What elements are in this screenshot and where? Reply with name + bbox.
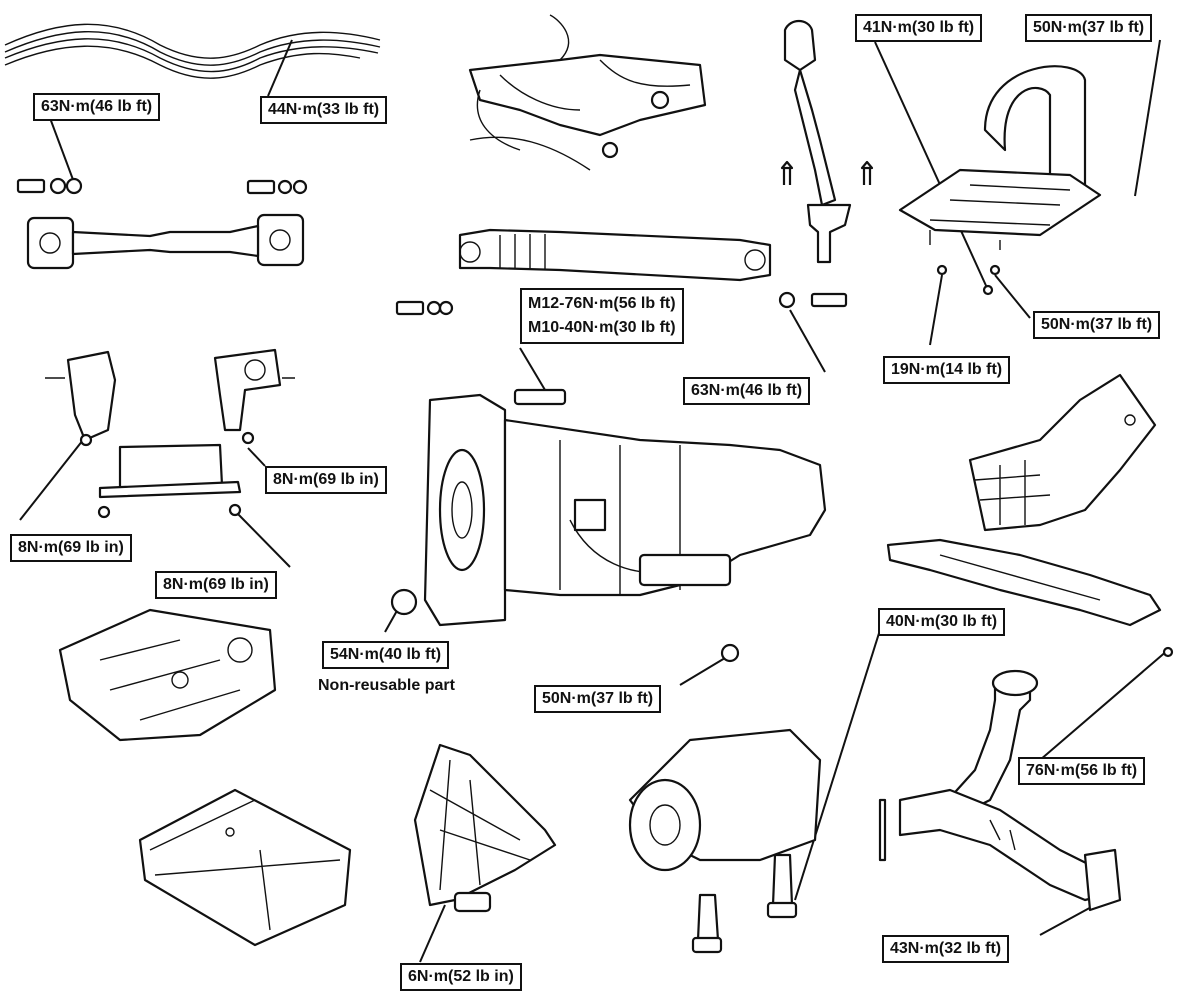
- undercover: [58, 608, 277, 742]
- lever-bracket: [898, 65, 1102, 296]
- torque-label-54: 54N·m(40 lb ft): [322, 641, 450, 669]
- dust-cover: [413, 743, 557, 913]
- torque-label-m10: M10-40N·m(30 lb ft): [528, 319, 676, 336]
- torque-label-63-mid: 63N·m(46 lb ft): [683, 377, 811, 405]
- torque-label-63-top: 63N·m(46 lb ft): [33, 93, 161, 121]
- harness-assembly: [468, 14, 707, 171]
- exhaust-pipe: [878, 646, 1174, 912]
- transfer-case: [628, 728, 822, 954]
- transmission: [390, 388, 827, 663]
- torque-label-6: 6N·m(52 lb in): [400, 963, 522, 991]
- torque-label-44: 44N·m(33 lb ft): [260, 96, 388, 124]
- torque-label-50-topright: 50N·m(37 lb ft): [1025, 14, 1153, 42]
- rear-propeller-shaft: [395, 228, 848, 316]
- torque-label-m12: M12-76N·m(56 lb ft): [528, 295, 676, 312]
- front-propeller-shaft: [16, 177, 308, 270]
- torque-label-m12-m10: M12-76N·m(56 lb ft) M10-40N·m(30 lb ft): [520, 288, 684, 344]
- torque-label-76: 76N·m(56 lb ft): [1018, 757, 1146, 785]
- non-reusable-part-note: Non-reusable part: [318, 677, 455, 694]
- heat-shield: [138, 788, 352, 947]
- torque-label-8-in-lower: 8N·m(69 lb in): [155, 571, 277, 599]
- shift-lever: [780, 19, 874, 264]
- torque-label-41: 41N·m(30 lb ft): [855, 14, 983, 42]
- fuel-lines: [4, 23, 381, 79]
- crossmember: [886, 538, 1162, 627]
- torque-label-40: 40N·m(30 lb ft): [878, 608, 1006, 636]
- torque-label-50-center: 50N·m(37 lb ft): [534, 685, 662, 713]
- torque-label-50-right: 50N·m(37 lb ft): [1033, 311, 1161, 339]
- torque-label-8-in-upper: 8N·m(69 lb in): [265, 466, 387, 494]
- left-brackets: [45, 348, 295, 519]
- torque-label-8-in-left: 8N·m(69 lb in): [10, 534, 132, 562]
- torque-label-19: 19N·m(14 lb ft): [883, 356, 1011, 384]
- right-cover: [968, 373, 1157, 532]
- torque-label-43: 43N·m(32 lb ft): [882, 935, 1010, 963]
